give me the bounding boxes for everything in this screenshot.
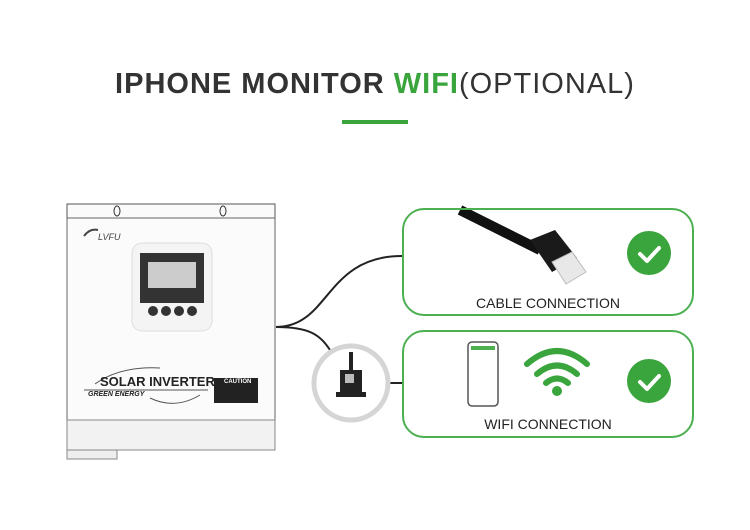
inverter-tagline: GREEN ENERGY	[88, 391, 145, 398]
wifi-connection-card: WIFI CONNECTION	[402, 330, 694, 438]
title-optional: (OPTIONAL)	[458, 68, 635, 100]
cable-connection-label: CABLE CONNECTION	[476, 295, 620, 311]
title-part: IPHONE MONITOR	[115, 68, 394, 100]
check-icon	[627, 359, 671, 403]
inverter-image	[66, 203, 276, 460]
phone-icon	[467, 341, 499, 407]
inverter-name: SOLAR INVERTER	[100, 374, 215, 389]
title-underline	[342, 120, 408, 124]
title-highlight: WIFI	[393, 68, 459, 100]
connection-line	[275, 326, 331, 351]
cable-connection-card: CABLE CONNECTION	[402, 208, 694, 316]
ethernet-cable-icon	[457, 205, 587, 285]
check-icon	[627, 231, 671, 275]
inverter-caution: CAUTION	[224, 379, 252, 385]
inverter-brand: LVFU	[98, 232, 121, 242]
wifi-module-icon	[336, 352, 366, 397]
connection-line	[275, 255, 403, 328]
wifi-icon	[524, 348, 590, 386]
page-title: IPHONE MONITOR WIFI(OPTIONAL)	[0, 68, 750, 101]
wifi-connection-label: WIFI CONNECTION	[484, 416, 612, 432]
